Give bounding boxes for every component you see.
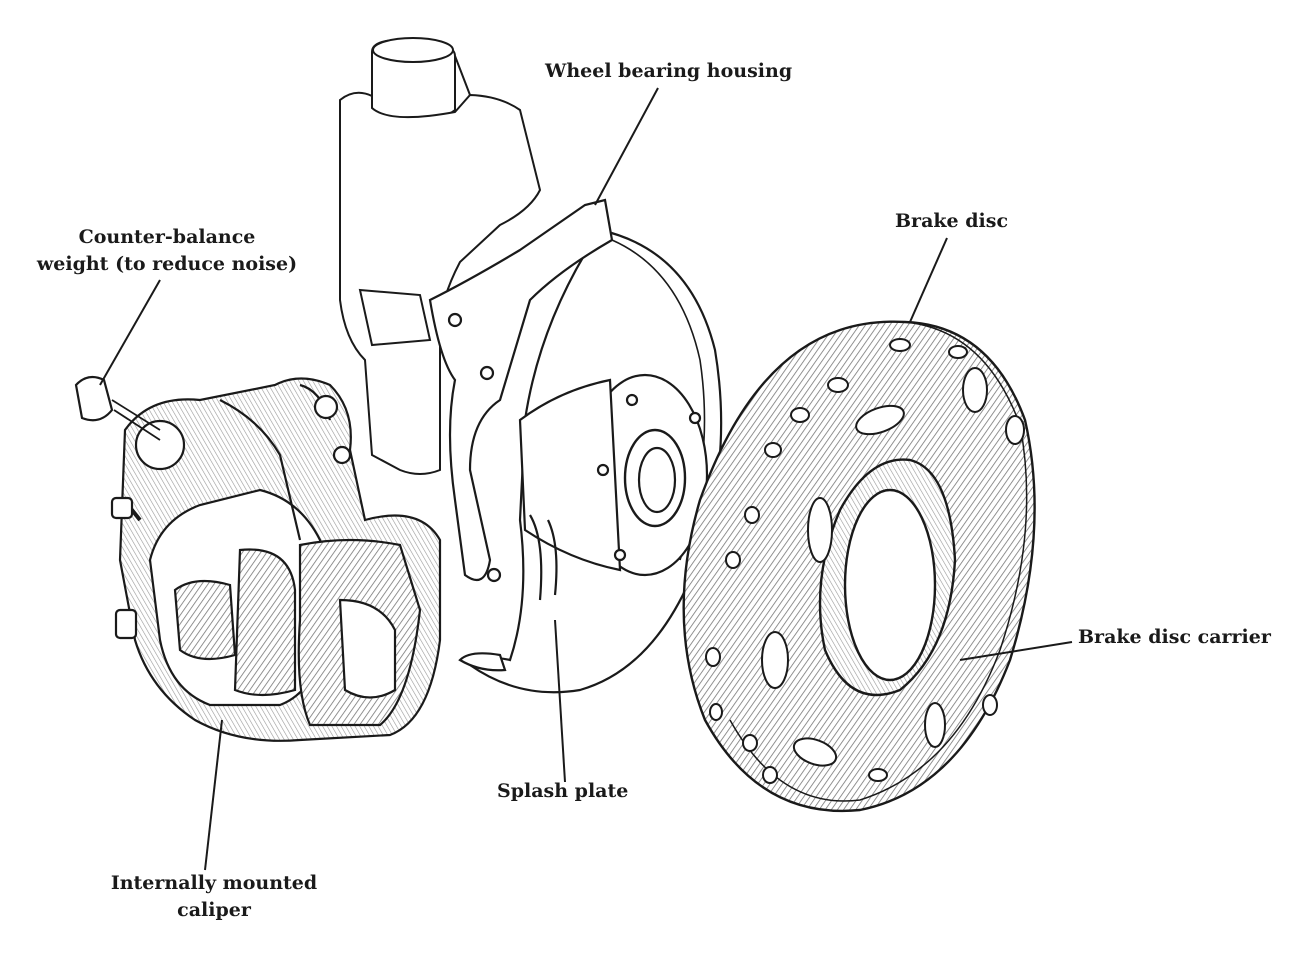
wheel-bearing-housing-drawing <box>339 37 542 475</box>
hub-knuckle-drawing <box>428 198 709 601</box>
label-text: Splash plate <box>497 780 629 802</box>
label-wheel-bearing-housing: Wheel bearing housing <box>545 58 792 85</box>
brake-disc-drawing <box>682 320 1036 813</box>
label-brake-disc: Brake disc <box>895 208 1008 235</box>
label-text: Brake disc carrier <box>1078 626 1271 648</box>
label-text: Brake disc <box>895 210 1009 232</box>
caliper-drawing <box>74 375 442 742</box>
leader-brake-disc <box>909 237 948 323</box>
label-text-line-2: weight (to reduce noise) <box>36 253 298 275</box>
label-counter-balance-weight: Counter-balance weight (to reduce noise) <box>36 224 298 278</box>
label-text-line-1: Counter-balance <box>78 226 256 248</box>
label-splash-plate: Splash plate <box>497 778 628 805</box>
leader-counter-balance <box>99 279 161 386</box>
leader-wheel-bearing-housing <box>594 87 659 206</box>
leader-caliper <box>204 719 223 871</box>
label-text: Wheel bearing housing <box>545 60 793 82</box>
label-text-line-2: caliper <box>177 899 251 921</box>
leader-splash-plate <box>554 619 566 783</box>
leader-lines <box>99 87 1073 871</box>
label-text-line-1: Internally mounted <box>110 872 318 894</box>
label-internally-mounted-caliper: Internally mounted caliper <box>108 870 320 924</box>
leader-brake-disc-carrier <box>959 641 1073 661</box>
label-brake-disc-carrier: Brake disc carrier <box>1078 624 1271 651</box>
